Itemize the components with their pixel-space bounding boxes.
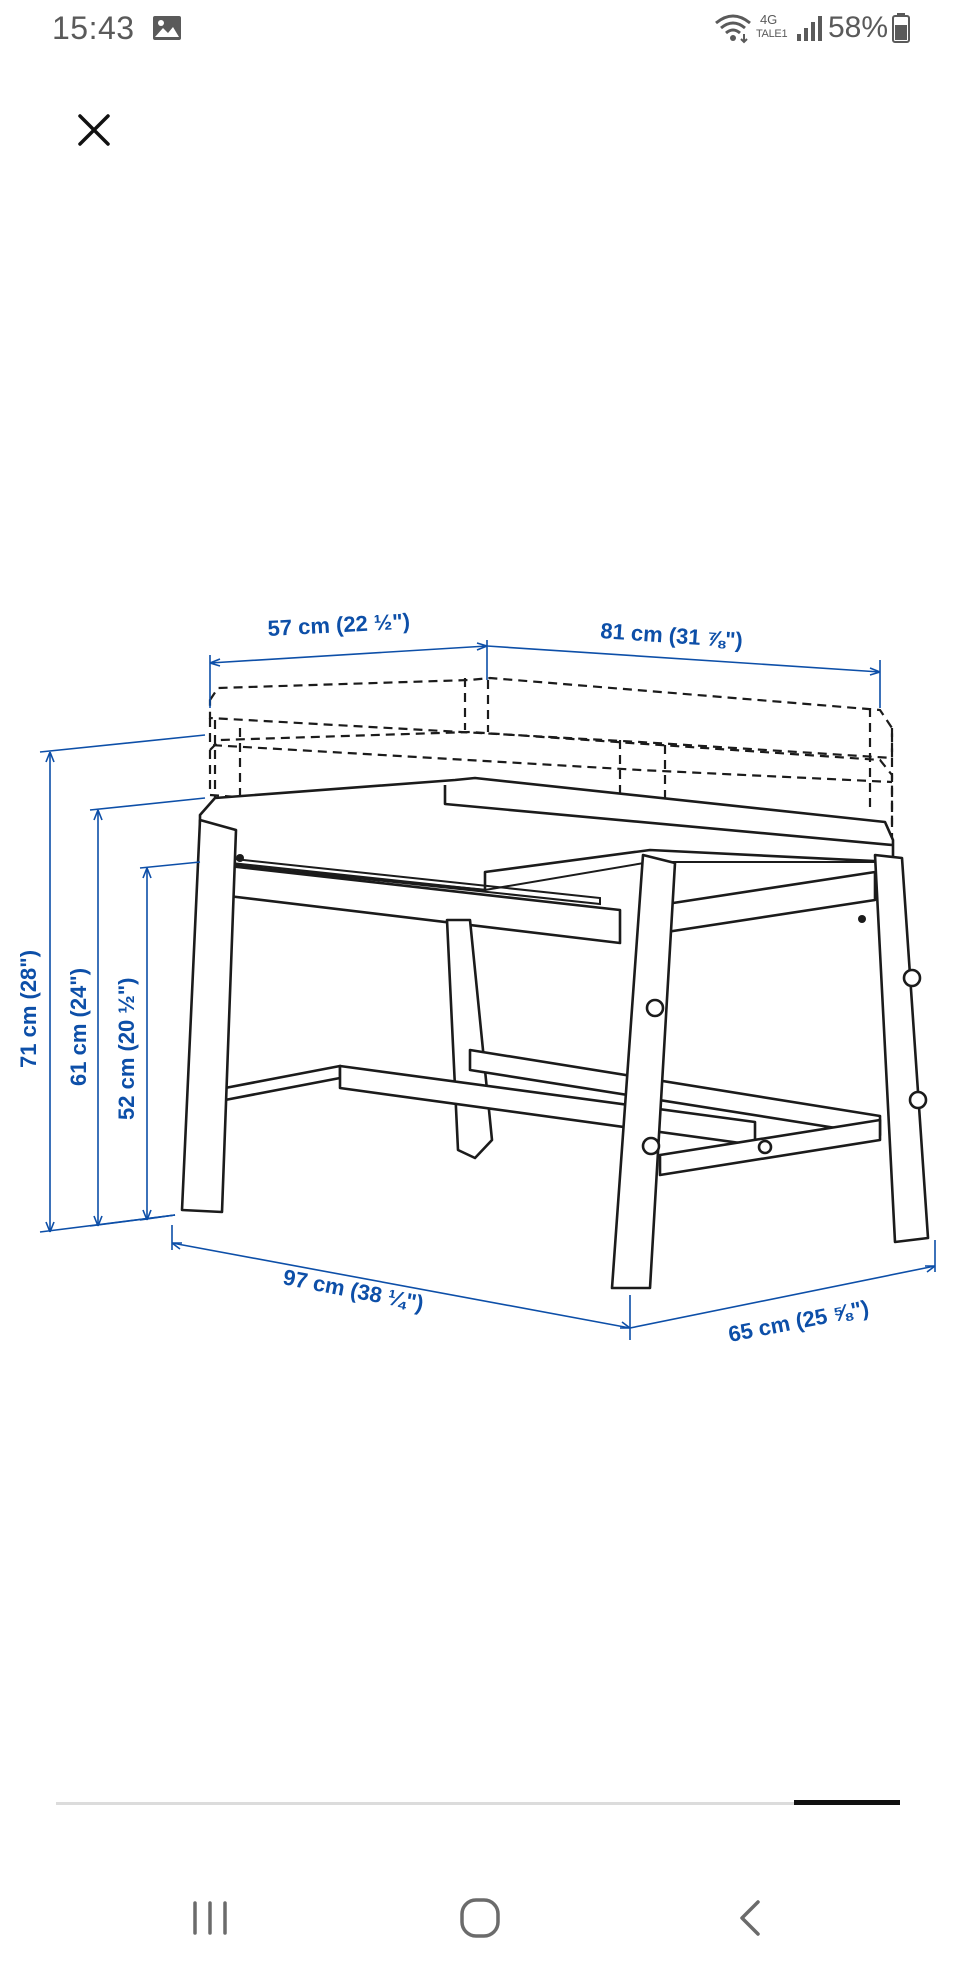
product-dimension-diagram: 57 cm (22 ½") 81 cm (31 ⅞") 71 cm (28") … [16, 609, 936, 1347]
network-type: 4G [759, 12, 778, 27]
right-apron [658, 870, 877, 935]
battery-level: 58% [827, 11, 888, 44]
dim-width-bottom: 97 cm (38 ¼") [281, 1264, 426, 1316]
status-time: 15:43 [52, 10, 135, 46]
back-right-leg [873, 853, 930, 1244]
close-icon [78, 114, 110, 146]
recent-apps-button[interactable] [180, 1888, 240, 1948]
dim-height-max: 71 cm (28") [16, 950, 41, 1068]
back-icon [740, 1900, 760, 1936]
home-button[interactable] [450, 1888, 510, 1948]
network-carrier: TALE1 [755, 28, 788, 40]
image-icon [153, 16, 181, 40]
home-icon [460, 1898, 500, 1938]
recent-apps-icon [193, 1901, 227, 1935]
status-bar: 15:43 4G TALE1 58% [0, 0, 960, 58]
close-button[interactable] [70, 106, 118, 154]
back-button[interactable] [720, 1888, 780, 1948]
adjust-peg [641, 1136, 661, 1156]
wifi-icon [715, 14, 751, 44]
bolt-hole [757, 1139, 773, 1155]
dim-depth-bottom: 65 cm (25 ⅝") [726, 1295, 871, 1347]
dim-height-min: 52 cm (20 ½") [114, 977, 139, 1120]
network-type-icon: 4G TALE1 [756, 10, 792, 46]
back-left-leg [445, 918, 494, 1160]
status-right: 4G TALE1 58% [714, 8, 910, 48]
adjust-peg [902, 968, 922, 988]
carousel-position-indicator [794, 1800, 900, 1805]
front-right-leg [610, 853, 677, 1290]
navigation-bar [0, 1870, 960, 1973]
signal-icon [796, 16, 822, 41]
dim-width-top: 81 cm (31 ⅞") [600, 618, 744, 653]
adjust-peg [908, 1090, 928, 1110]
dim-height-mid: 61 cm (24") [66, 968, 91, 1086]
front-left-leg [180, 818, 238, 1214]
dimension-lines [39, 640, 936, 1340]
dim-depth-top: 57 cm (22 ½") [267, 609, 411, 641]
table-top-rim [443, 785, 893, 847]
left-stretcher [223, 1064, 342, 1102]
adjust-peg [645, 998, 665, 1018]
carousel-track[interactable] [56, 1802, 900, 1805]
battery-icon [892, 13, 910, 43]
